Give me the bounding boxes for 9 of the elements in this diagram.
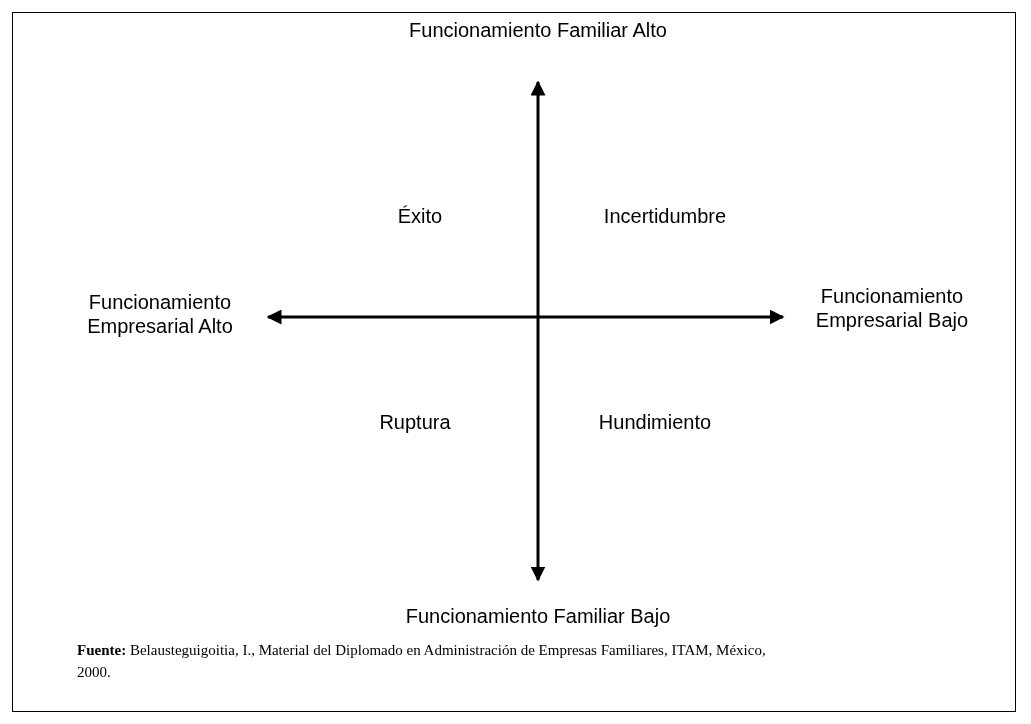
quadrant-label: Ruptura (378, 410, 452, 434)
axis-label: Funcionamiento Familiar Alto (408, 18, 668, 42)
quadrant-label: Hundimiento (597, 410, 713, 434)
quadrant-label: Éxito (396, 204, 444, 228)
quadrant-label: Incertidumbre (602, 204, 728, 228)
axis-label: Funcionamiento Empresarial Bajo (814, 284, 970, 332)
source-note: Fuente: Belausteguigoitia, I., Material del Diplomado en Administración de Empresas Familiares, ITAM, México, 2000. (77, 641, 767, 682)
axis-label: Funcionamiento Familiar Bajo (404, 604, 672, 628)
axis-label: Funcionamiento Empresarial Alto (86, 290, 234, 338)
